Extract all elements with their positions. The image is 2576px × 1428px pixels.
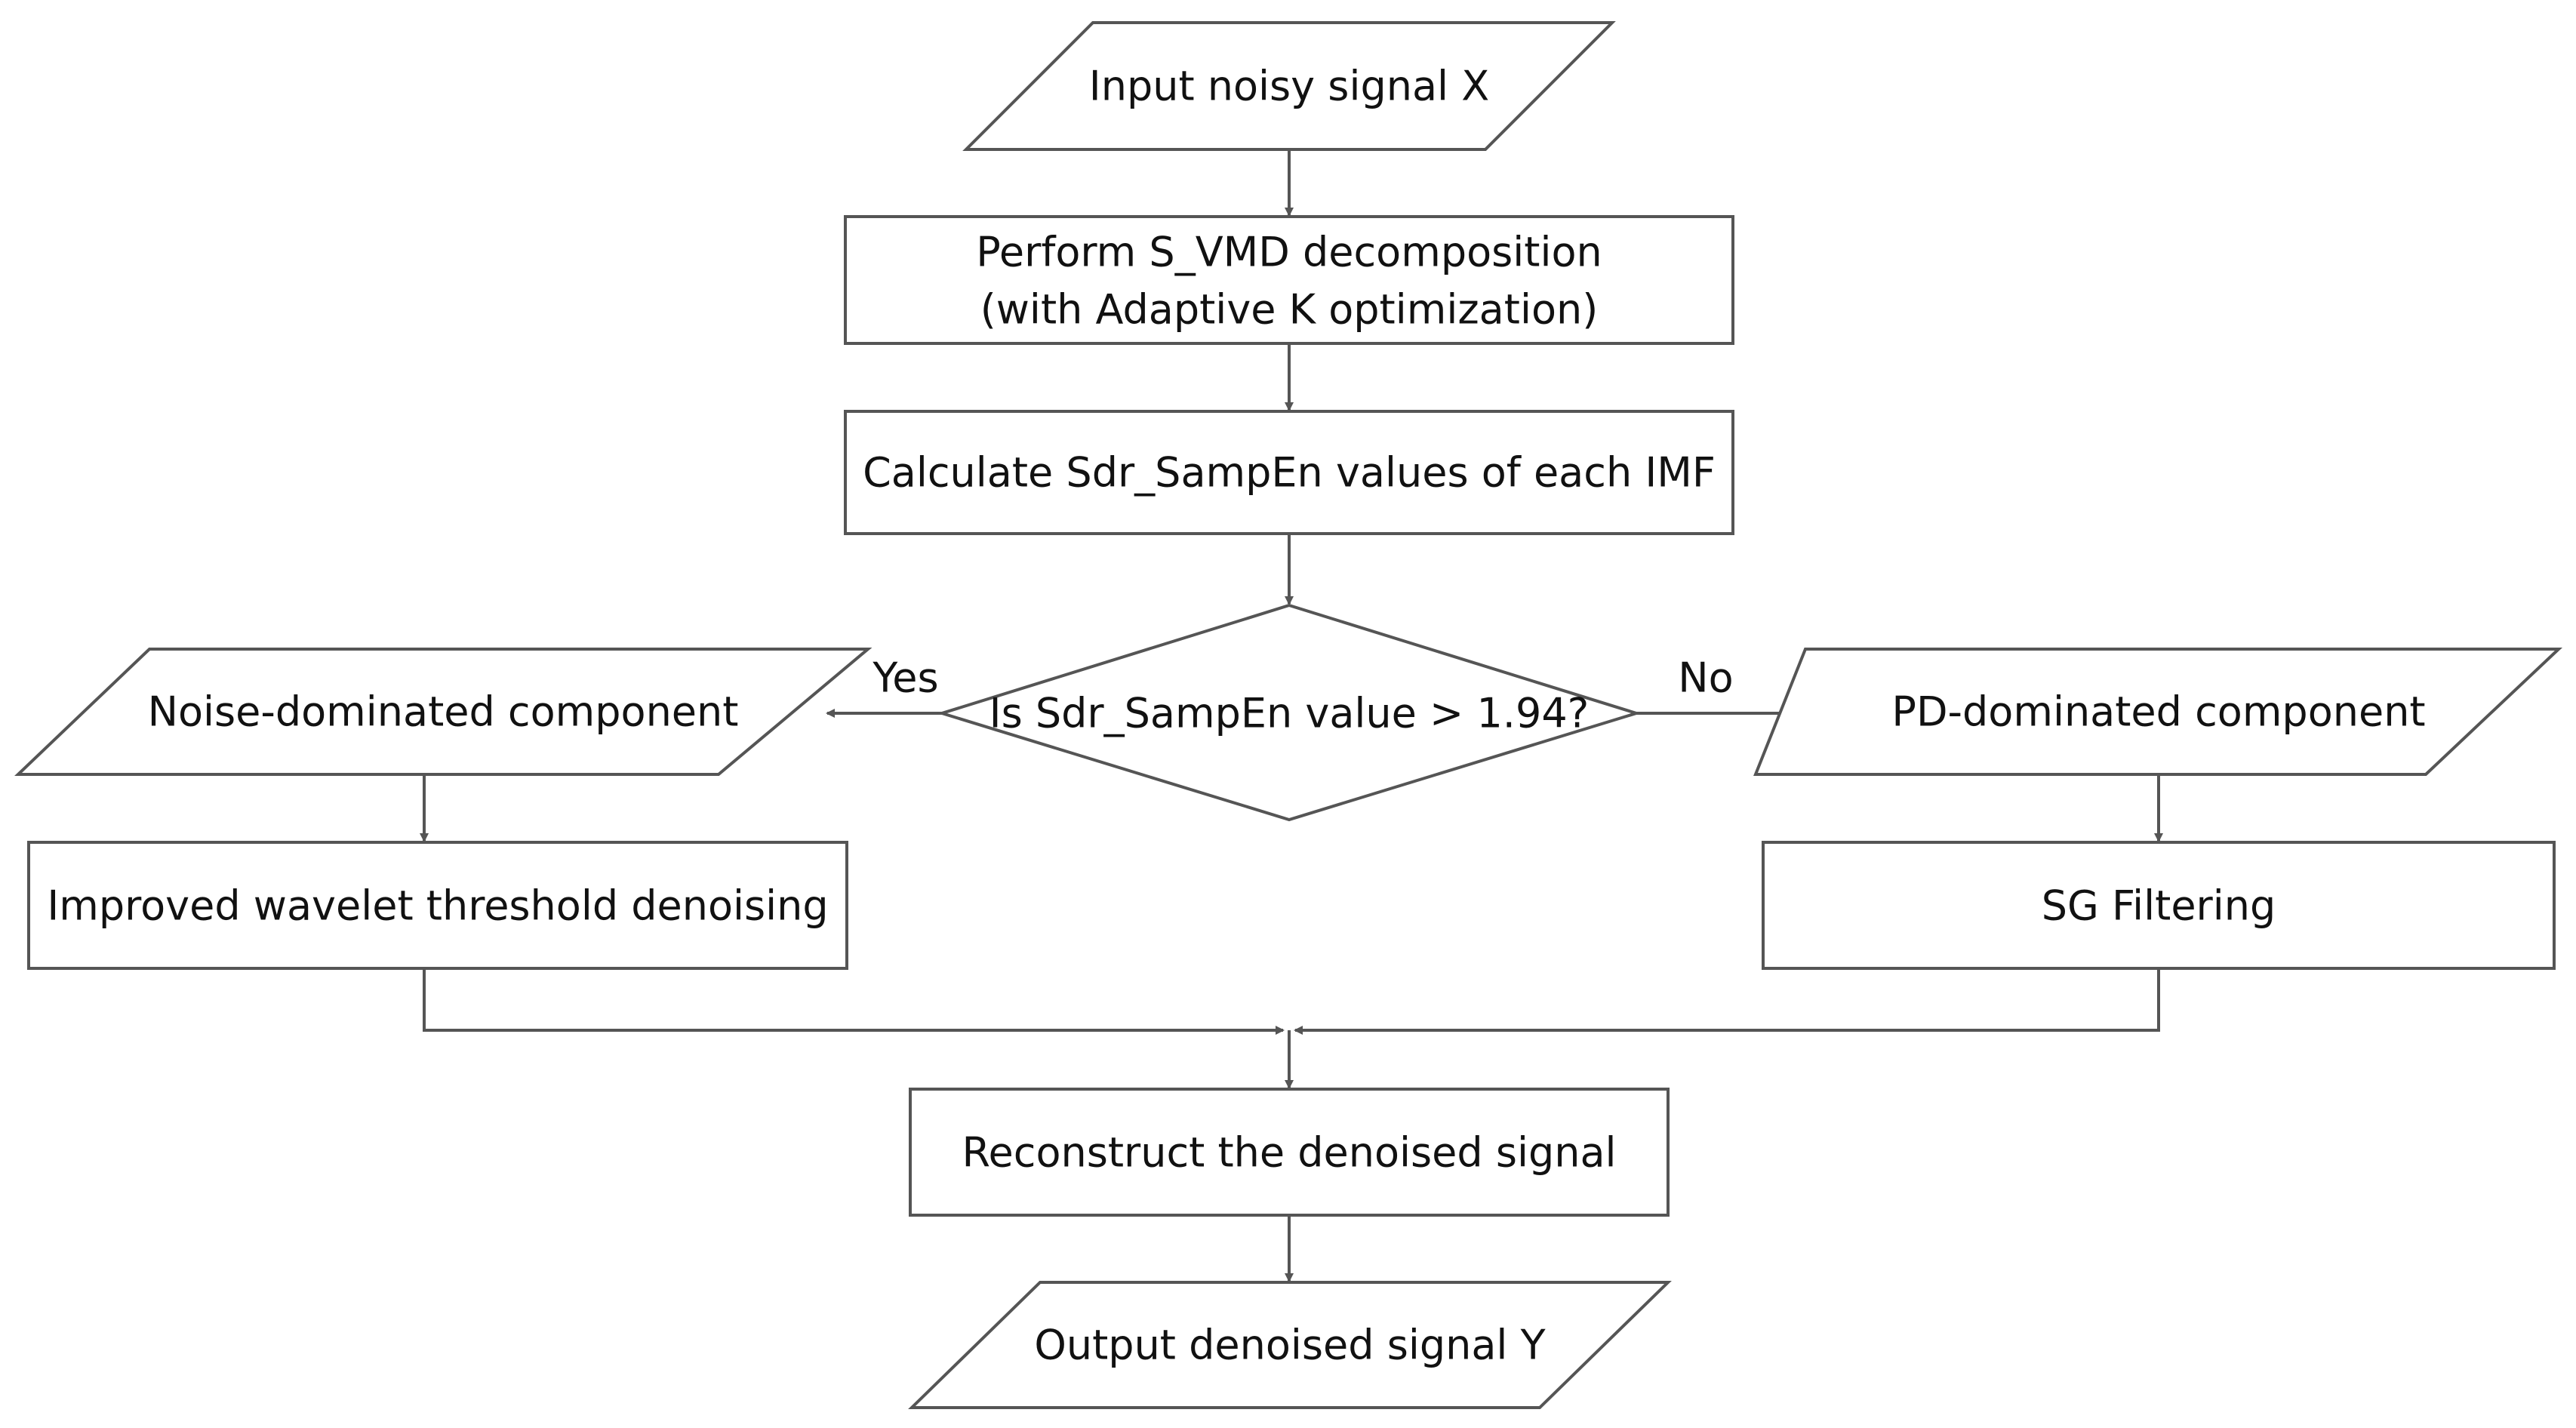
sg-filter-box-shape: [1762, 841, 2556, 970]
reconstruct-label: Reconstruct the denoised signal: [962, 1129, 1616, 1177]
calculate-label: Calculate Sdr_SampEn values of each IMF: [863, 449, 1716, 497]
decision-label: Is Sdr_SampEn value > 1.94?: [989, 690, 1590, 737]
pd-parallelogram-shape: [1753, 648, 2563, 776]
edge-wavelet-to-merge: [423, 970, 1285, 1035]
output-parallelogram-shape: [908, 1281, 1672, 1409]
no-edge-label: No: [1678, 654, 1733, 702]
output-label: Output denoised signal Y: [1034, 1322, 1546, 1369]
decompose-label-line2: (with Adaptive K optimization): [980, 286, 1599, 334]
node-calculate: Calculate Sdr_SampEn values of each IMF: [844, 410, 1734, 535]
node-wavelet: Improved wavelet threshold denoising: [27, 841, 848, 970]
decompose-box-shape: [844, 215, 1734, 345]
node-decision: Is Sdr_SampEn value > 1.94?: [937, 603, 1642, 822]
node-pd-component: PD-dominated component: [1753, 648, 2563, 776]
node-decompose: Perform S_VMD decomposition (with Adapti…: [844, 215, 1734, 345]
pd-component-label: PD-dominated component: [1891, 688, 2425, 736]
node-noise-component: Noise-dominated component: [14, 648, 873, 776]
input-parallelogram-shape: [962, 21, 1616, 151]
node-output: Output denoised signal Y: [908, 1281, 1672, 1409]
edges: [420, 149, 2163, 1282]
input-label: Input noisy signal X: [1089, 63, 1489, 110]
wavelet-label: Improved wavelet threshold denoising: [47, 882, 828, 930]
yes-edge-label: Yes: [872, 654, 938, 702]
edge-sg-to-merge: [1294, 970, 2160, 1035]
decision-diamond-shape: [937, 603, 1642, 822]
noise-parallelogram-shape: [14, 648, 873, 776]
node-sg-filter: SG Filtering: [1762, 841, 2556, 970]
decompose-label-line1: Perform S_VMD decomposition: [976, 229, 1602, 276]
node-input: Input noisy signal X: [962, 21, 1616, 151]
noise-component-label: Noise-dominated component: [148, 688, 739, 736]
sg-filter-label: SG Filtering: [2042, 882, 2276, 930]
reconstruct-box-shape: [909, 1088, 1670, 1217]
calculate-box-shape: [844, 410, 1734, 535]
wavelet-box-shape: [27, 841, 848, 970]
node-reconstruct: Reconstruct the denoised signal: [909, 1088, 1670, 1217]
